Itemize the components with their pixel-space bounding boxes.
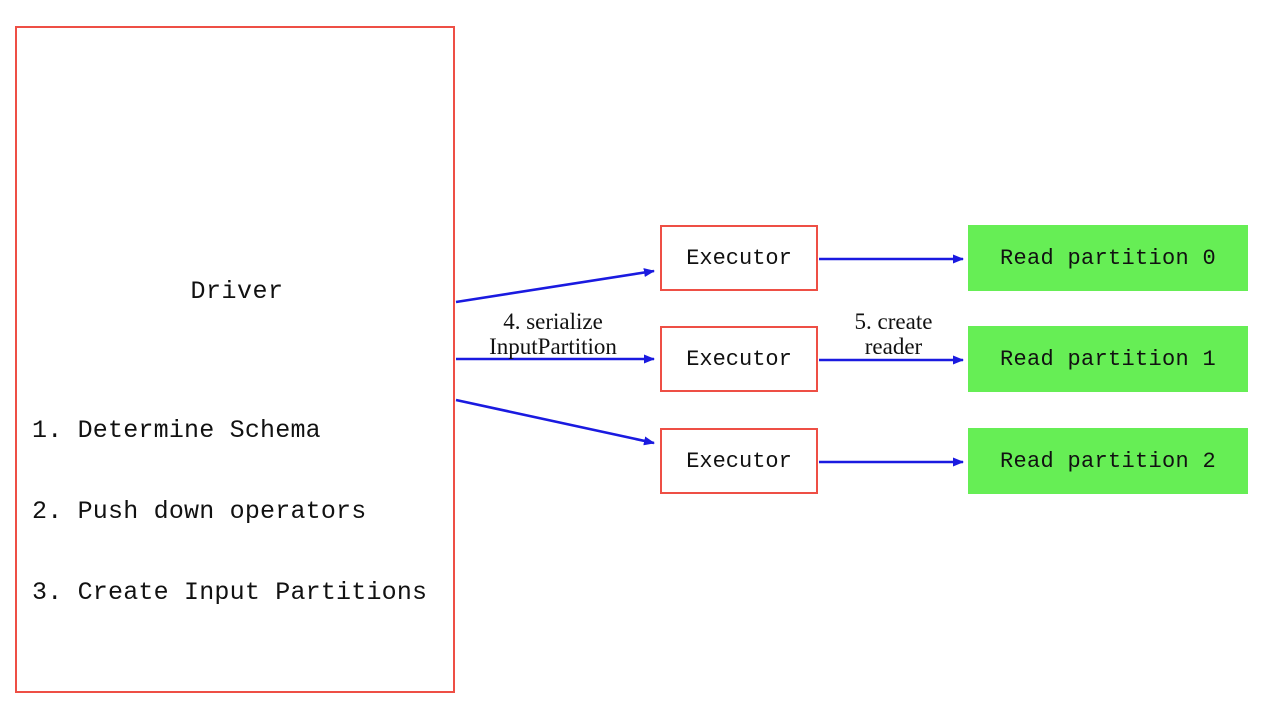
partition-label-1: Read partition 1 xyxy=(999,346,1217,372)
partition-label-0: Read partition 0 xyxy=(999,245,1217,271)
partition-label-2: Read partition 2 xyxy=(999,448,1217,474)
edge-label-create-reader-line-1: 5. create xyxy=(854,309,933,334)
executor-label-2: Executor xyxy=(686,448,792,474)
executor-label-0: Executor xyxy=(686,245,792,271)
edge-label-serialize-input-partition: 4. serialize InputPartition xyxy=(463,309,643,359)
edge-label-create-reader-line-2: reader xyxy=(864,334,923,359)
arrow-driver-to-executor-0 xyxy=(455,268,655,304)
driver-step-3: 3. Create Input Partitions xyxy=(32,578,428,607)
partition-box-0: Read partition 0 xyxy=(968,225,1248,291)
driver-step-1: 1. Determine Schema xyxy=(32,416,321,445)
executor-box-2: Executor xyxy=(660,428,818,494)
partition-box-1: Read partition 1 xyxy=(968,326,1248,392)
edge-label-create-reader: 5. create reader xyxy=(826,309,961,359)
driver-box: Driver 1. Determine Schema 2. Push down … xyxy=(15,26,455,693)
driver-title: Driver xyxy=(190,277,284,306)
edge-label-serialize-line-2: InputPartition xyxy=(489,334,617,359)
partition-box-2: Read partition 2 xyxy=(968,428,1248,494)
driver-step-2: 2. Push down operators xyxy=(32,497,367,526)
executor-label-1: Executor xyxy=(686,346,792,372)
executor-box-0: Executor xyxy=(660,225,818,291)
driver-steps-list: 1. Determine Schema 2. Push down operato… xyxy=(32,363,452,660)
executor-box-1: Executor xyxy=(660,326,818,392)
arrow-driver-to-executor-2 xyxy=(455,398,655,446)
edge-label-serialize-line-1: 4. serialize xyxy=(503,309,603,334)
